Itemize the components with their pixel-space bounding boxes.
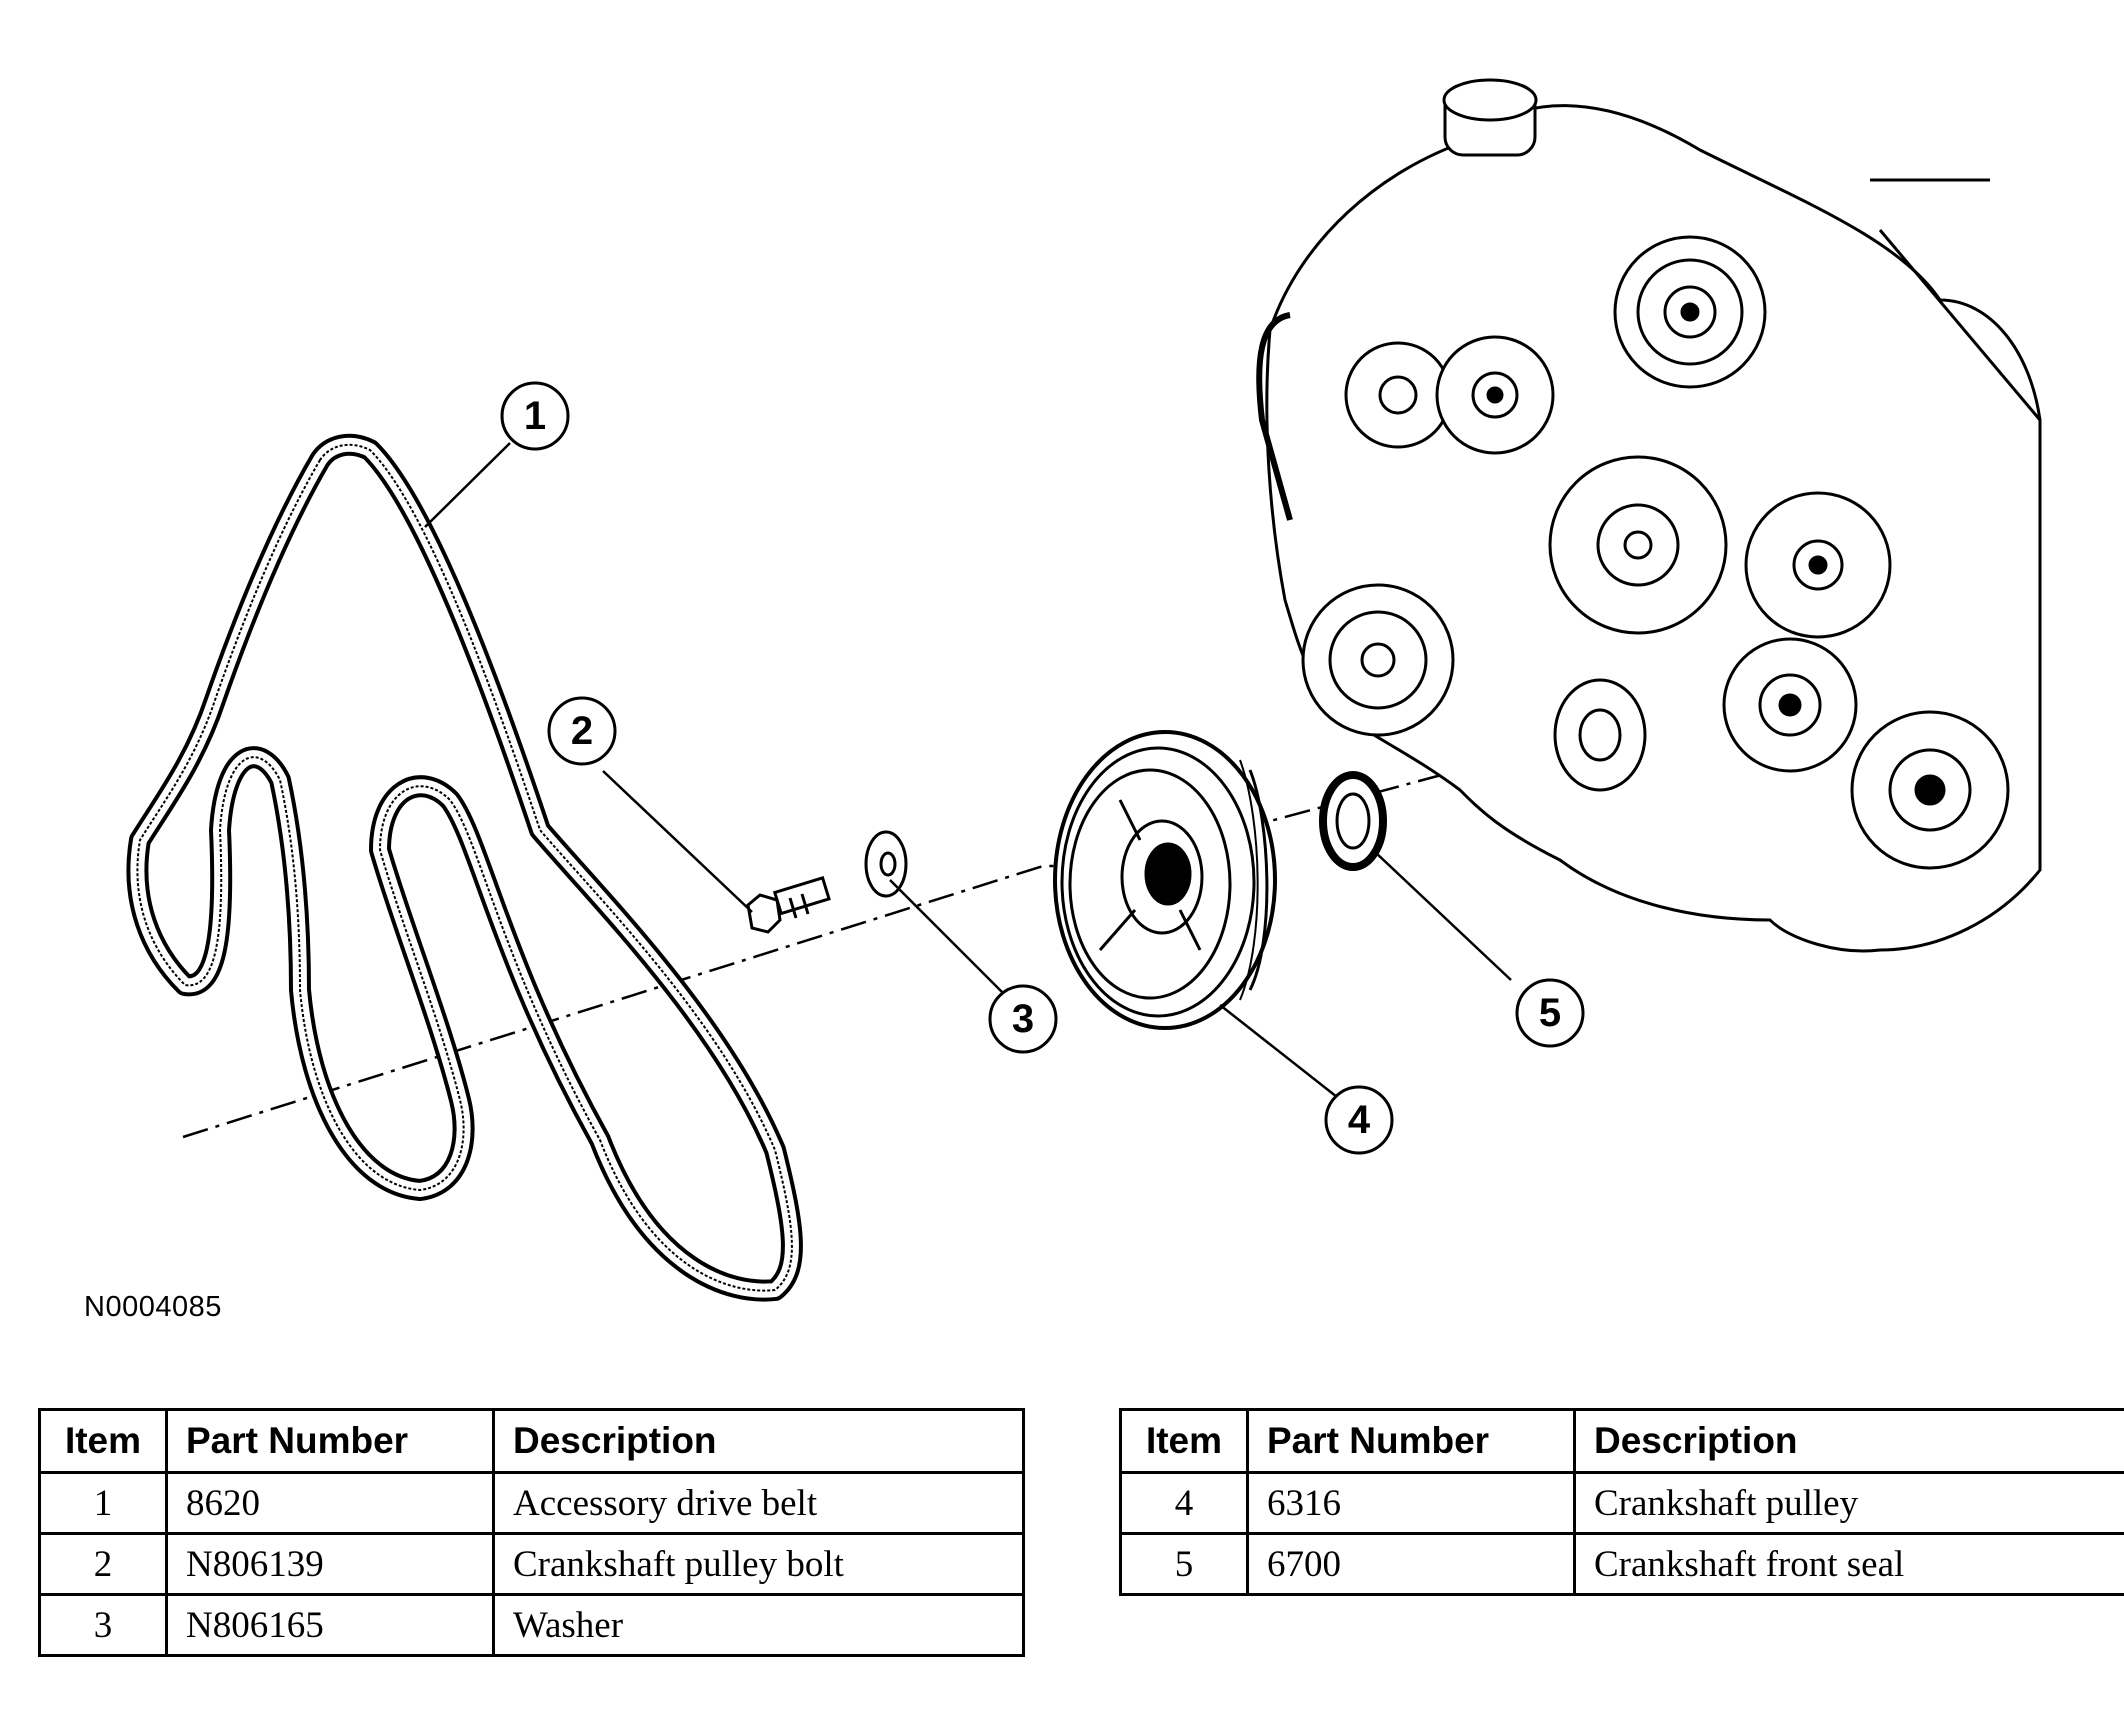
header-part-number: Part Number bbox=[165, 1408, 495, 1474]
callout-label: 3 bbox=[1012, 997, 1034, 1041]
callout-label: 4 bbox=[1348, 1098, 1371, 1142]
figure-id: N0004085 bbox=[84, 1291, 222, 1323]
callout-5: 5 bbox=[1515, 978, 1585, 1048]
crankshaft-pulley-bolt bbox=[746, 875, 831, 934]
callout-4: 4 bbox=[1324, 1085, 1394, 1155]
callout-2: 2 bbox=[547, 696, 617, 766]
table-row: 1 8620 Accessory drive belt bbox=[38, 1471, 1025, 1535]
header-description: Description bbox=[492, 1408, 1025, 1474]
cell-part-number: 8620 bbox=[165, 1471, 495, 1535]
engine-front-view bbox=[1256, 78, 2042, 953]
cell-item: 5 bbox=[1119, 1532, 1249, 1596]
cell-item: 3 bbox=[38, 1593, 168, 1657]
table-header-row: Item Part Number Description bbox=[38, 1408, 1025, 1474]
cell-description: Crankshaft pulley bbox=[1573, 1471, 2124, 1535]
cell-part-number: N806139 bbox=[165, 1532, 495, 1596]
cell-item: 4 bbox=[1119, 1471, 1249, 1535]
table-row: 5 6700 Crankshaft front seal bbox=[1119, 1532, 2124, 1596]
table-row: 2 N806139 Crankshaft pulley bolt bbox=[38, 1532, 1025, 1596]
callout-label: 1 bbox=[524, 394, 546, 438]
cell-description: Crankshaft front seal bbox=[1573, 1532, 2124, 1596]
parts-table-right: Item Part Number Description 4 6316 Cran… bbox=[1119, 1408, 2124, 1596]
cell-description: Washer bbox=[492, 1593, 1025, 1657]
header-description: Description bbox=[1573, 1408, 2124, 1474]
accessory-drive-belt bbox=[126, 433, 803, 1302]
leader-lines bbox=[424, 442, 1512, 1098]
cell-item: 2 bbox=[38, 1532, 168, 1596]
callout-3: 3 bbox=[988, 984, 1058, 1054]
callout-label: 5 bbox=[1539, 991, 1561, 1035]
cell-description: Crankshaft pulley bolt bbox=[492, 1532, 1025, 1596]
table-row: 3 N806165 Washer bbox=[38, 1593, 1025, 1657]
header-part-number: Part Number bbox=[1246, 1408, 1576, 1474]
crankshaft-front-seal bbox=[1319, 771, 1387, 871]
callout-1: 1 bbox=[500, 381, 570, 451]
cell-part-number: 6316 bbox=[1246, 1471, 1576, 1535]
cell-item: 1 bbox=[38, 1471, 168, 1535]
cell-description: Accessory drive belt bbox=[492, 1471, 1025, 1535]
washer bbox=[864, 830, 908, 898]
table-row: 4 6316 Crankshaft pulley bbox=[1119, 1471, 2124, 1535]
header-item: Item bbox=[38, 1408, 168, 1474]
callout-label: 2 bbox=[571, 709, 593, 753]
crankshaft-pulley bbox=[1053, 730, 1277, 1030]
parts-table-left: Item Part Number Description 1 8620 Acce… bbox=[38, 1408, 1025, 1657]
table-header-row: Item Part Number Description bbox=[1119, 1408, 2124, 1474]
cell-part-number: N806165 bbox=[165, 1593, 495, 1657]
cell-part-number: 6700 bbox=[1246, 1532, 1576, 1596]
header-item: Item bbox=[1119, 1408, 1249, 1474]
